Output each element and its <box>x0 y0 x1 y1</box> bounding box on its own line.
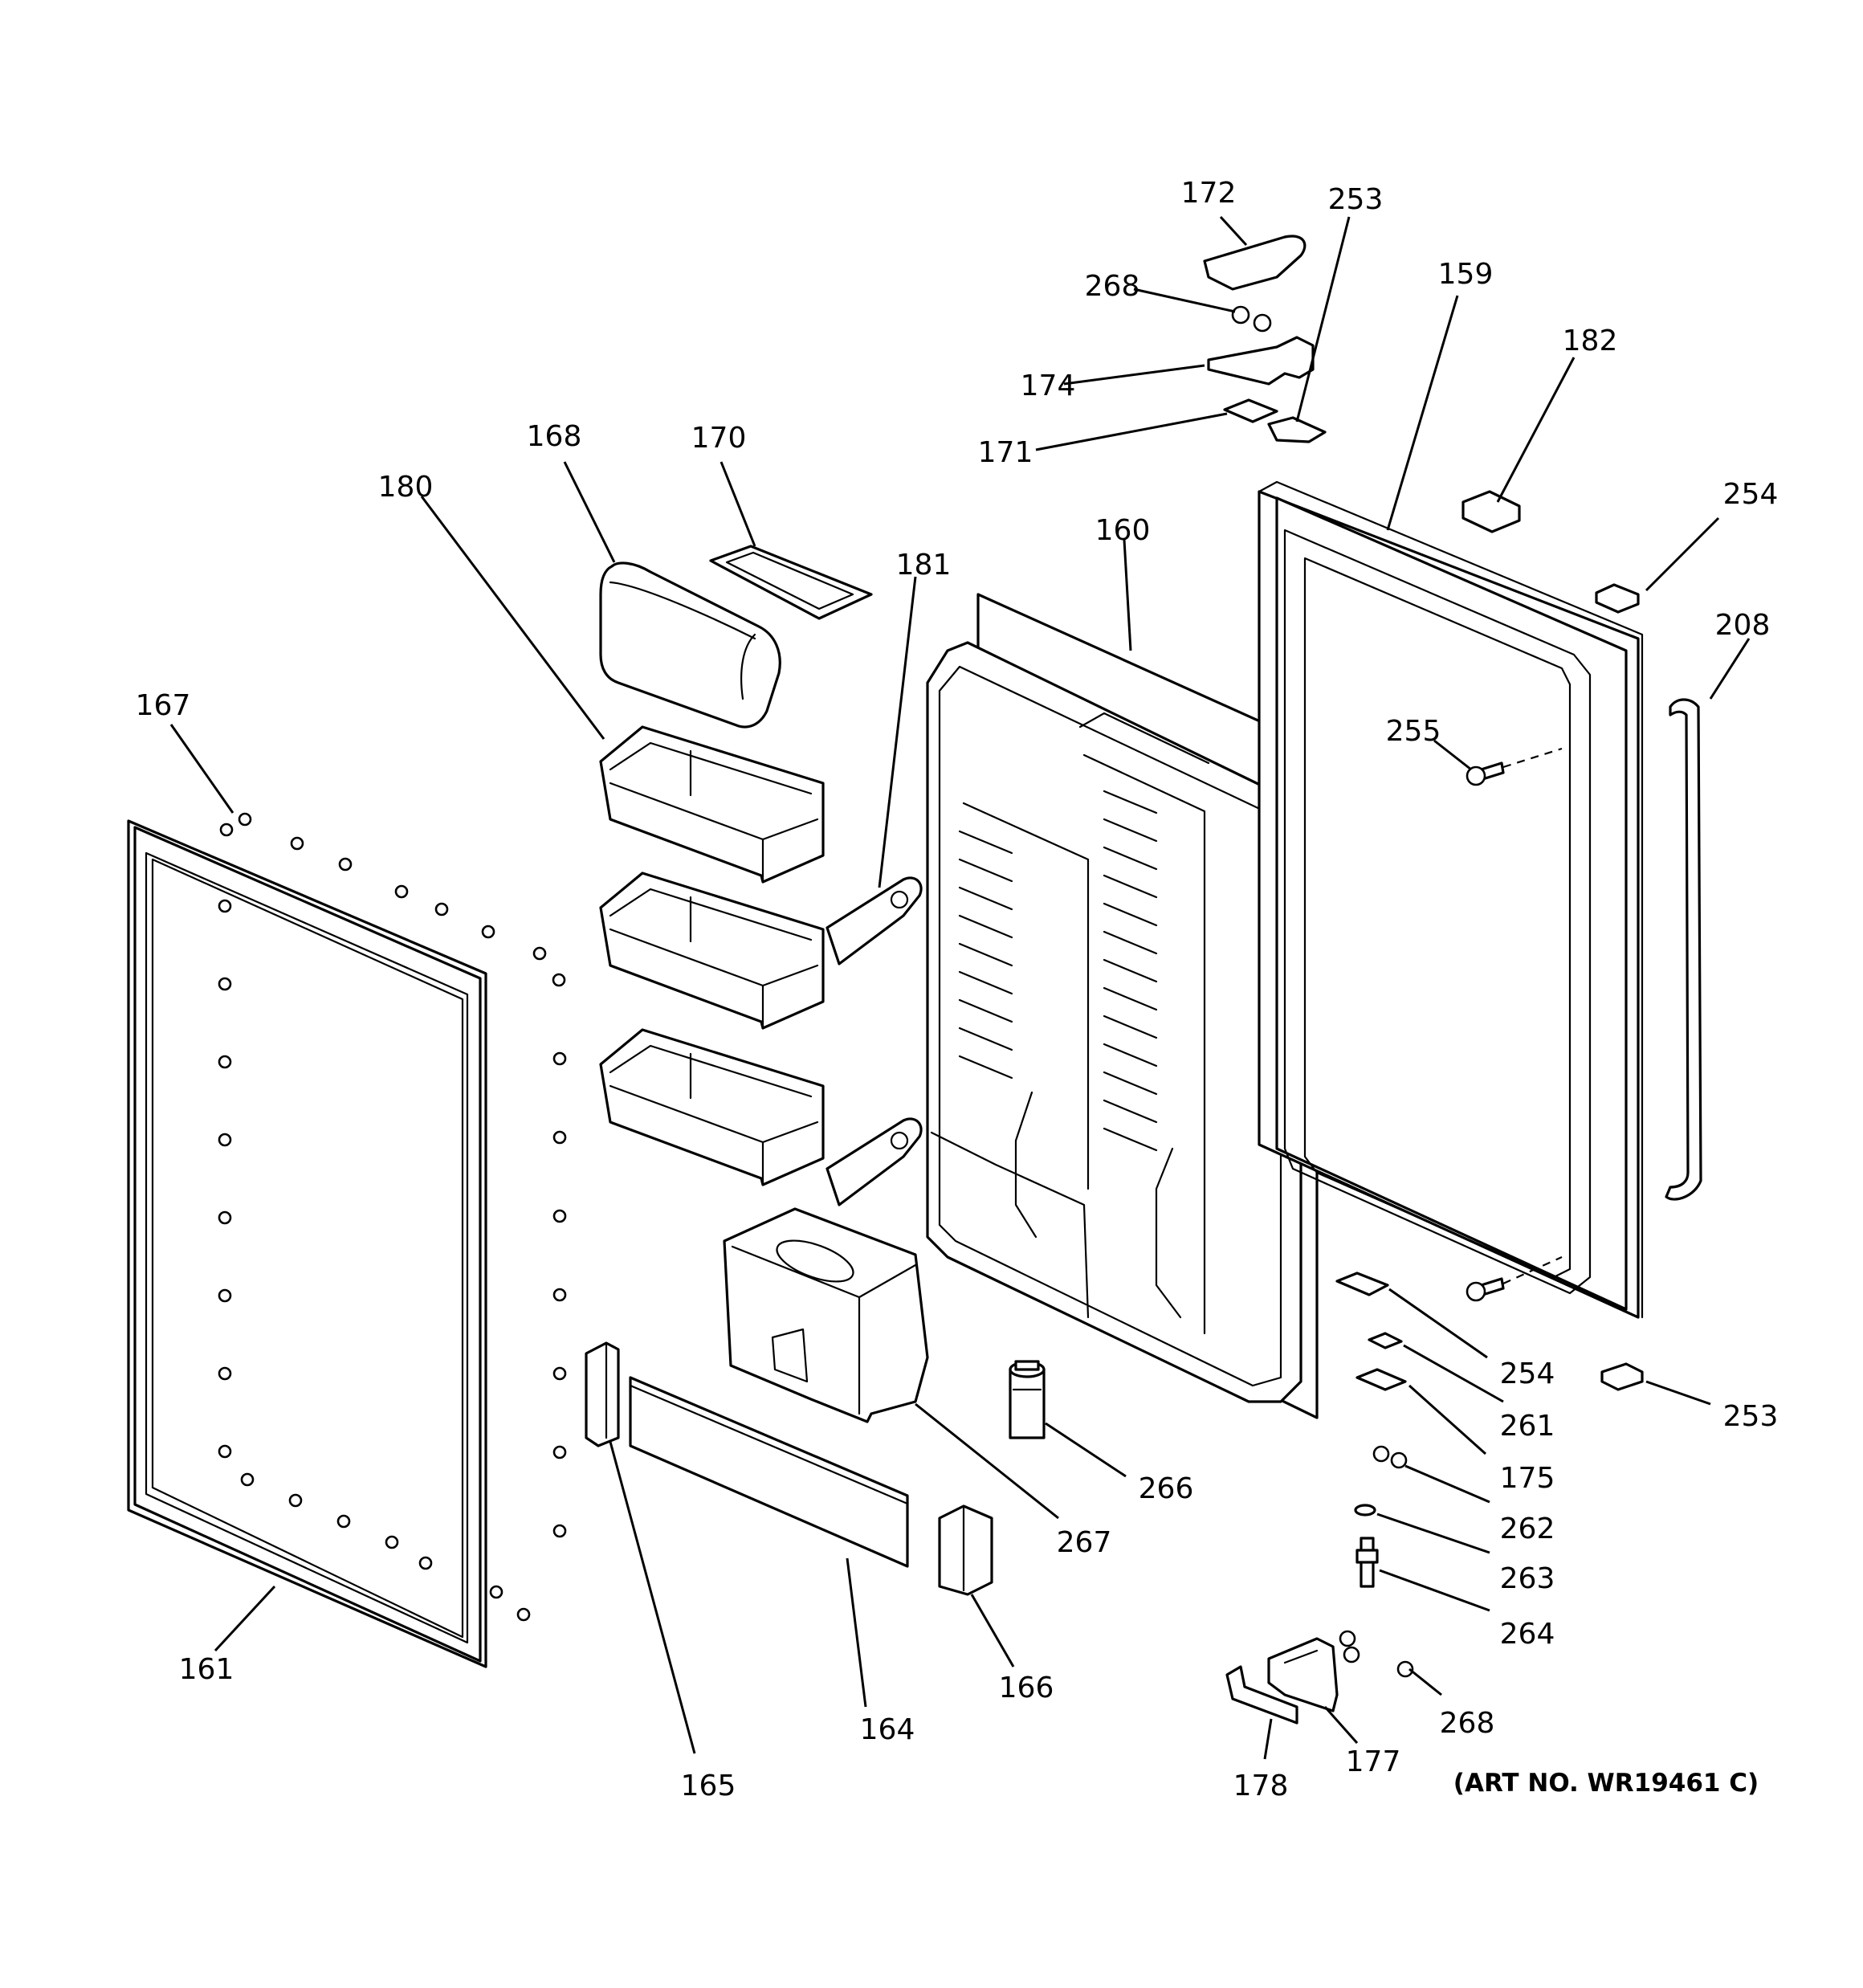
bottom-hinge-screw-extra <box>1339 1630 1414 1678</box>
callout-160: 160 <box>1095 514 1151 547</box>
door-liner <box>926 593 1319 1419</box>
bottom-hinge-screws <box>1372 1445 1408 1469</box>
callout-262: 262 <box>1500 1512 1555 1545</box>
top-hinge <box>1207 336 1315 386</box>
bin-cover <box>599 561 781 729</box>
callout-159: 159 <box>1438 258 1494 291</box>
callout-175: 175 <box>1500 1462 1555 1495</box>
callout-167: 167 <box>136 689 191 722</box>
callout-172: 172 <box>1181 177 1237 210</box>
door-handle <box>1665 698 1702 1201</box>
water-dispenser-housing <box>723 1207 929 1423</box>
callout-170: 170 <box>691 422 747 455</box>
hinge-pin <box>1355 1537 1379 1588</box>
door-bin-2 <box>599 872 825 1030</box>
callout-255: 255 <box>1386 715 1441 748</box>
hinge-washer <box>1354 1504 1376 1517</box>
callout-164: 164 <box>860 1713 915 1746</box>
bottom-hinge-plate <box>1225 1665 1298 1725</box>
callout-181: 181 <box>896 549 952 582</box>
door-cap-bottom <box>1335 1272 1389 1296</box>
callout-254-top: 254 <box>1723 478 1779 511</box>
callout-254-bottom: 254 <box>1500 1357 1555 1390</box>
callout-268-top: 268 <box>1085 270 1140 303</box>
top-hinge-screws <box>1231 305 1272 333</box>
label-pad <box>1461 490 1521 533</box>
door-cap-top-right <box>1595 583 1640 614</box>
callout-171: 171 <box>978 436 1033 469</box>
callout-267: 267 <box>1057 1526 1112 1559</box>
door-bin-3 <box>599 1028 825 1186</box>
rail-end-cap-left <box>585 1341 620 1447</box>
leader-lines <box>169 215 1751 1760</box>
callout-261: 261 <box>1500 1410 1555 1443</box>
bin-divider-1 <box>826 876 923 965</box>
callout-labels: 172 253 268 159 182 174 171 168 170 180 … <box>136 177 1779 1802</box>
callout-263: 263 <box>1500 1562 1555 1595</box>
callout-180: 180 <box>378 471 434 504</box>
gasket-screws <box>218 812 567 1622</box>
rail-end-cap-right <box>938 1504 993 1596</box>
panel-screws <box>1466 747 1563 1302</box>
callout-266: 266 <box>1139 1472 1194 1505</box>
callout-178: 178 <box>1233 1770 1289 1802</box>
callout-168: 168 <box>527 420 582 453</box>
top-hinge-cover <box>1203 235 1307 291</box>
callout-177: 177 <box>1346 1745 1401 1778</box>
hinge-shim <box>1223 398 1278 423</box>
door-cap-top <box>1267 416 1327 443</box>
bin-cover-insert <box>709 545 873 620</box>
liner-ridges-right <box>1103 790 1158 1152</box>
kick-shelf-rail <box>629 1376 909 1568</box>
door-gasket <box>127 819 487 1668</box>
water-filter <box>1009 1360 1046 1439</box>
callout-268-bottom: 268 <box>1440 1707 1495 1740</box>
callout-161: 161 <box>179 1653 234 1686</box>
door-outer-panel <box>1258 480 1644 1319</box>
art-number: (ART NO. WR19461 C) <box>1453 1769 1759 1798</box>
callout-253-top: 253 <box>1328 183 1384 216</box>
bottom-hinge-shim <box>1368 1332 1403 1349</box>
callout-165: 165 <box>681 1770 736 1802</box>
bottom-hinge-bracket <box>1355 1368 1407 1391</box>
callout-166: 166 <box>999 1672 1054 1704</box>
callout-174: 174 <box>1021 369 1076 402</box>
bin-divider-2 <box>826 1117 923 1206</box>
callout-208: 208 <box>1715 609 1771 642</box>
bottom-hinge <box>1267 1637 1339 1712</box>
callout-182: 182 <box>1563 325 1618 357</box>
door-cap-bottom-right <box>1600 1362 1644 1391</box>
door-bin-1 <box>599 725 825 884</box>
callout-253-bottom: 253 <box>1723 1400 1779 1433</box>
callout-264: 264 <box>1500 1618 1555 1651</box>
liner-ridges-left <box>958 830 1013 1080</box>
